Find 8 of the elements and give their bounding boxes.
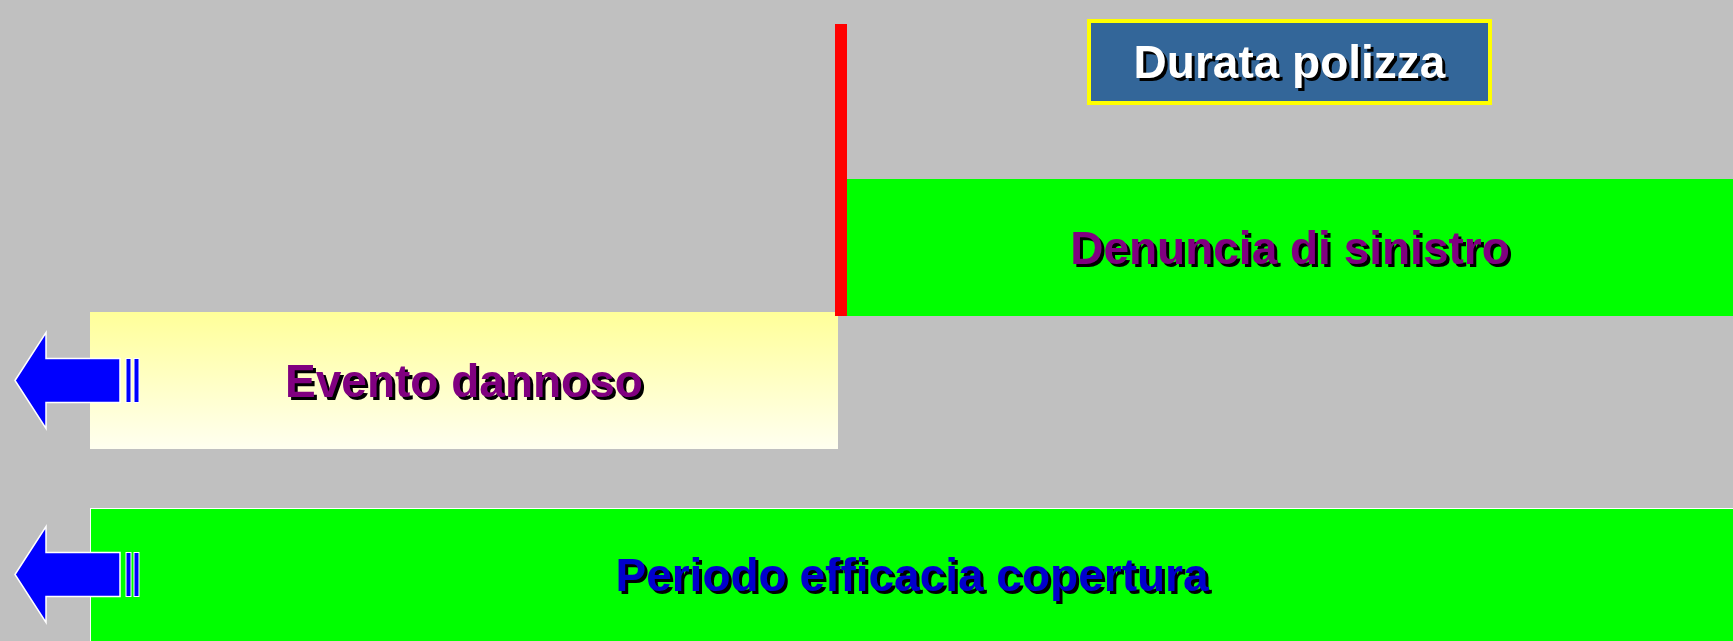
bar-label: Evento dannoso (285, 353, 643, 408)
title-box (1087, 19, 1492, 105)
timeline-bar (847, 179, 1733, 316)
timeline-bar (90, 312, 838, 449)
bar-label: Periodo efficacia copertura (615, 548, 1209, 602)
bar-label: Denuncia di sinistro (1070, 220, 1510, 275)
title-text: Durata polizza (1133, 35, 1446, 89)
timeline-bar (90, 508, 1733, 641)
